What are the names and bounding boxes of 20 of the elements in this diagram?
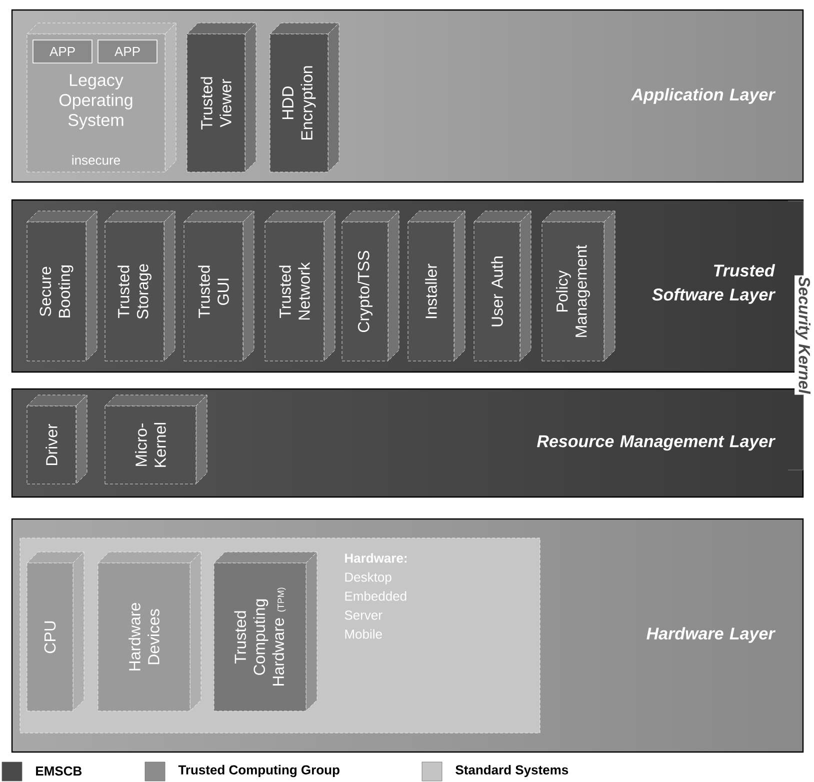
component-block: Trusted Network bbox=[264, 210, 336, 362]
component-block: HDD Encryption bbox=[270, 22, 340, 172]
component-block: User Auth bbox=[474, 210, 532, 362]
legend-label: Standard Systems bbox=[456, 764, 568, 778]
component-block: Trusted Storage bbox=[104, 210, 176, 362]
app-box: APP bbox=[98, 40, 158, 64]
component-block: Secure Booting bbox=[26, 210, 98, 362]
bracket-label: Security Kernel bbox=[794, 275, 812, 395]
component-block: Trusted Viewer bbox=[186, 22, 256, 172]
component-block: Driver bbox=[26, 394, 88, 484]
legend-label: Trusted Computing Group bbox=[178, 764, 340, 778]
component-block: Micro-Kernel bbox=[104, 394, 208, 484]
component-block: CPU bbox=[26, 552, 84, 712]
component-block: Hardware Devices bbox=[98, 552, 202, 712]
app-box: APP bbox=[32, 40, 92, 64]
component-block: Crypto/TSS bbox=[342, 210, 400, 362]
component-block: Installer bbox=[408, 210, 466, 362]
component-block: Policy Management bbox=[542, 210, 616, 362]
component-block: Trusted GUI bbox=[184, 210, 254, 362]
legend-label: EMSCB bbox=[36, 766, 82, 776]
